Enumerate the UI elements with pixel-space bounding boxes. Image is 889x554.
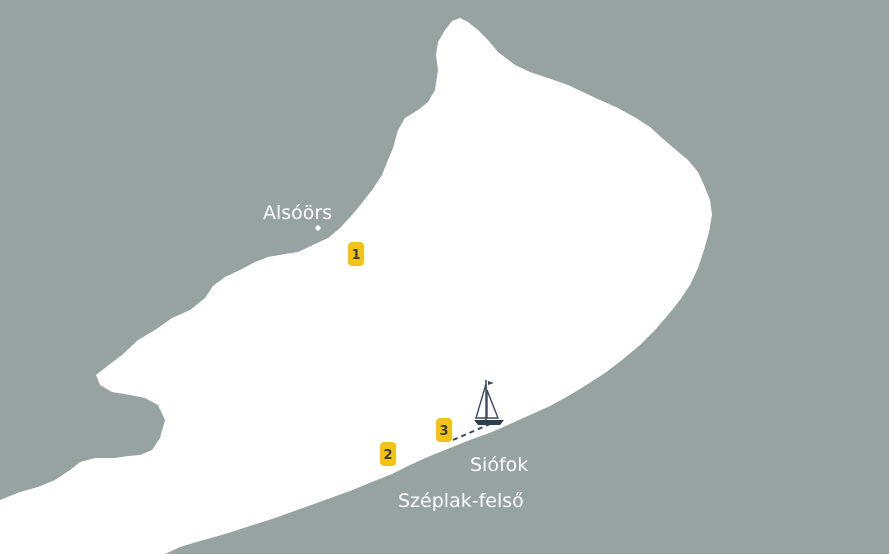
marker-3[interactable]: 3 <box>436 418 452 442</box>
place-label-alsoors: Alsóörs <box>263 202 332 224</box>
szeplak-dot <box>389 484 395 490</box>
siofok-dot <box>460 449 466 455</box>
alsoors-dot <box>315 225 321 231</box>
place-label-siofok: Siófok <box>470 454 528 476</box>
marker-2[interactable]: 2 <box>380 442 396 466</box>
place-label-szeplak-felso: Széplak-felső <box>398 490 524 512</box>
lake-water <box>0 18 712 554</box>
sailboat-icon <box>474 380 504 425</box>
marker-2-label: 2 <box>383 448 392 463</box>
marker-1-label: 1 <box>351 248 360 263</box>
marker-3-label: 3 <box>439 424 448 439</box>
marker-1[interactable]: 1 <box>348 242 364 266</box>
